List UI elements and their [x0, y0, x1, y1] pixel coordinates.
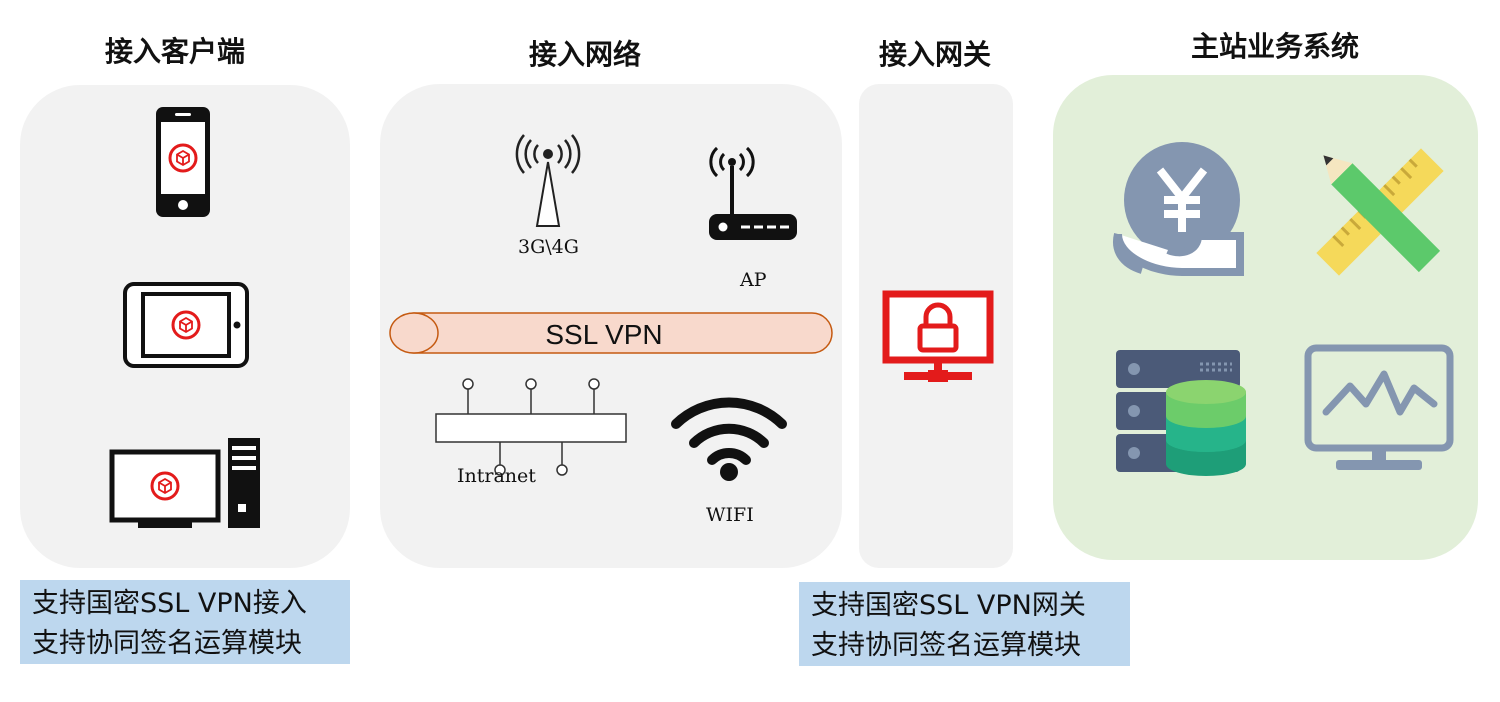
monitor-chart-icon: [1304, 344, 1454, 470]
gateway-column-title: 接入网关: [878, 38, 991, 71]
router-label: AP: [740, 269, 767, 291]
smartphone-icon: [156, 107, 210, 217]
wifi-icon: [671, 397, 787, 481]
system-column-title: 主站业务系统: [1190, 30, 1359, 63]
tablet-icon: [123, 282, 249, 368]
cell-tower-label: 3G\4G: [518, 236, 579, 258]
desktop-computer-icon: [109, 438, 260, 528]
ruler-pencil-icon: [1316, 148, 1444, 276]
finance-yuan-icon: [1113, 142, 1244, 276]
gateway-note-line2: 支持协同签名运算模块: [811, 630, 1081, 661]
intranet-label: Intranet: [457, 465, 536, 487]
client-note-line2: 支持协同签名运算模块: [32, 628, 302, 659]
cell-tower-icon: [515, 134, 581, 227]
server-database-icon: [1116, 350, 1246, 476]
vpn-gateway-lock-icon: [882, 290, 994, 382]
wireless-router-icon: [709, 146, 797, 240]
client-note: 支持国密SSL VPN接入 支持协同签名运算模块: [20, 580, 350, 664]
ssl-vpn-tunnel: SSL VPN: [389, 312, 833, 354]
system-panel: [1053, 75, 1478, 560]
network-switch-icon: [435, 378, 627, 476]
wifi-label: WIFI: [706, 504, 754, 526]
ssl-vpn-label: SSL VPN: [545, 319, 662, 350]
client-column-title: 接入客户端: [104, 35, 245, 68]
client-note-line1: 支持国密SSL VPN接入: [32, 588, 307, 619]
network-column-title: 接入网络: [528, 38, 641, 71]
gateway-note-line1: 支持国密SSL VPN网关: [811, 590, 1086, 621]
gateway-note: 支持国密SSL VPN网关 支持协同签名运算模块: [799, 582, 1130, 666]
